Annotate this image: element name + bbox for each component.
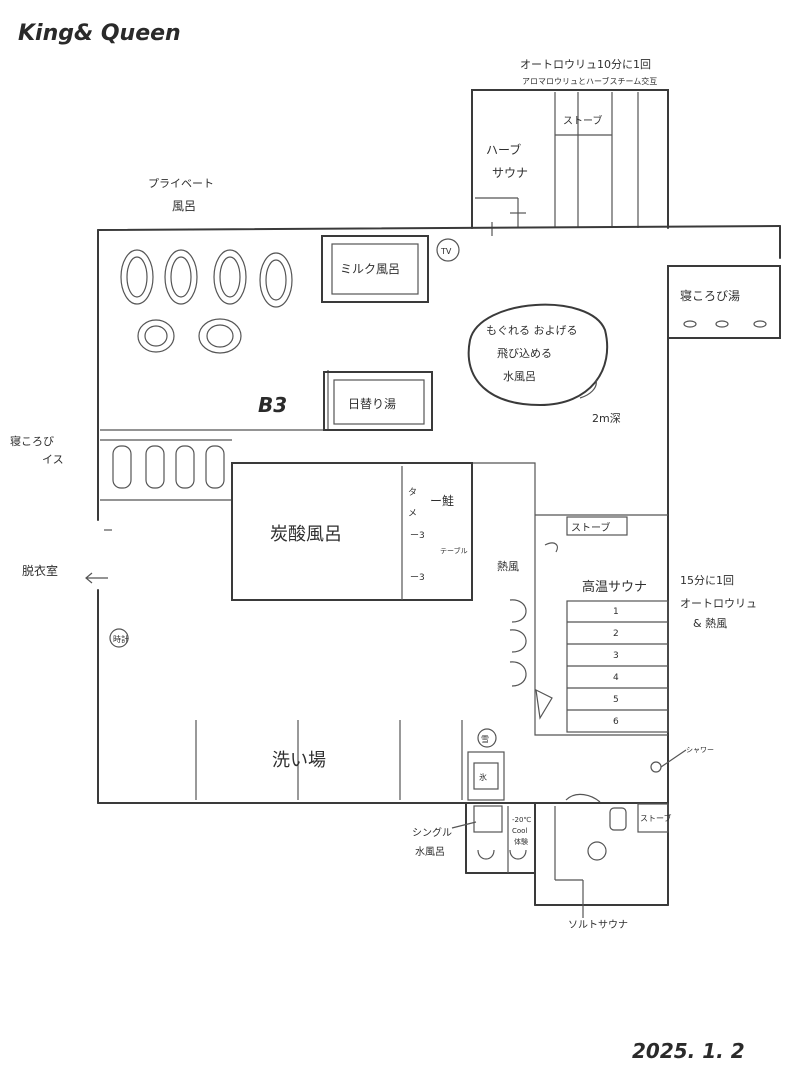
cool-label-1: -20℃ xyxy=(512,816,531,824)
deep-cold-label-1: もぐれる およげる xyxy=(486,324,578,337)
plan-title: King& Queen xyxy=(18,21,181,46)
hot-sauna-stove-label: ストーブ xyxy=(571,521,610,534)
counter-left-2: メ xyxy=(408,509,417,519)
salt-sauna-stove-label: ストーブ xyxy=(640,813,672,823)
deep-cold-label-3: 水風呂 xyxy=(503,370,536,383)
ice-box xyxy=(467,751,505,801)
herb-stove-label: ストーブ xyxy=(563,114,602,127)
depth-pointer xyxy=(579,379,597,399)
salt-sauna-heater-icon xyxy=(587,841,607,861)
step-6: 6 xyxy=(613,717,619,727)
daily-bath-label: 日替り湯 xyxy=(348,397,396,411)
salt-sauna-stove xyxy=(637,803,669,833)
sauna-chair xyxy=(509,599,527,623)
daily-bath-inner xyxy=(333,379,425,425)
shower-icon xyxy=(650,761,662,773)
milk-bath-outer xyxy=(321,235,429,303)
step-3: 3 xyxy=(613,651,619,661)
recline-chair-label-1: 寝ころび xyxy=(10,434,54,448)
note-top-auto-loyly: オートロウリュ10分に1回 xyxy=(520,58,651,71)
single-cold-label-2: 水風呂 xyxy=(415,846,445,858)
counter-line-3: ー3 xyxy=(410,573,425,583)
carbonated-bath-label: 炭酸風呂 xyxy=(270,524,342,545)
sleeping-bath-label: 寝ころび湯 xyxy=(680,288,740,303)
counter-line-1: ー3 xyxy=(410,531,425,541)
pillow-icon xyxy=(753,320,767,328)
hot-sauna-label: 高温サウナ xyxy=(582,579,647,595)
depth-label: 2m深 xyxy=(592,412,621,425)
milk-bath-label: ミルク風呂 xyxy=(340,262,400,276)
herb-sauna-label-1: ハーブ xyxy=(486,142,521,157)
private-bath-label-2: 風呂 xyxy=(172,199,196,213)
plan-date: 2025. 1. 2 xyxy=(632,1039,745,1063)
herb-sauna-label-2: サウナ xyxy=(492,166,528,180)
wash-area-label: 洗い場 xyxy=(272,750,326,771)
sauna-door xyxy=(535,688,553,720)
carbonated-bath xyxy=(231,462,473,601)
cool-label-2: Cool xyxy=(512,827,527,835)
step-4: 4 xyxy=(613,673,619,683)
private-bath-label-1: プライベート xyxy=(148,177,214,190)
note-mid-3: & 熱風 xyxy=(693,617,727,630)
note-mid-1: 15分に1回 xyxy=(680,574,734,587)
step-5: 5 xyxy=(613,695,619,705)
recline-chairs xyxy=(112,445,225,489)
svg-text:雪: 雪 xyxy=(481,735,489,744)
note-top-aroma: アロマロウリュとハーブスチーム交互 xyxy=(522,76,657,86)
note-mid-2: オートロウリュ xyxy=(680,597,757,610)
counter-head: ー鮭 xyxy=(430,493,454,508)
hot-air-pointer xyxy=(544,542,558,553)
basin-icon xyxy=(509,849,527,860)
cool-label-3: 体験 xyxy=(514,837,528,846)
snow-icon xyxy=(477,728,497,748)
pillow-icon xyxy=(683,320,697,328)
salt-sauna-label: ソルトサウナ xyxy=(568,919,628,931)
step-1: 1 xyxy=(613,607,619,617)
daily-bath-outer xyxy=(323,371,433,431)
sauna-chair xyxy=(509,629,527,653)
changing-room-label: 脱衣室 xyxy=(22,563,58,578)
tv-icon xyxy=(436,238,460,262)
private-bath-tubs xyxy=(120,249,293,354)
sauna-chair xyxy=(509,661,527,687)
clock-icon xyxy=(109,628,129,648)
recline-chair-label-2: イス xyxy=(42,453,64,466)
milk-bath-inner xyxy=(331,243,419,295)
single-cold-label-1: シングル xyxy=(412,826,452,839)
shower-label: シャワー xyxy=(686,746,714,754)
svg-text:氷: 氷 xyxy=(479,772,487,782)
deep-cold-bath xyxy=(467,303,609,407)
hot-air-label: 熱風 xyxy=(497,560,519,573)
svg-text:時計: 時計 xyxy=(113,634,129,644)
herb-sauna-block xyxy=(471,89,669,236)
bb-mark: B3 xyxy=(258,393,287,417)
main-walls xyxy=(97,225,781,804)
counter-line-2: テーブル xyxy=(440,546,468,555)
deep-cold-label-2: 飛び込める xyxy=(497,347,552,360)
wash-area-dividers xyxy=(195,720,463,800)
counter-left-1: タ xyxy=(408,487,417,498)
pillow-icon xyxy=(715,320,729,328)
step-2: 2 xyxy=(613,629,619,639)
svg-text:TV: TV xyxy=(440,247,452,256)
basin-icon xyxy=(477,849,495,860)
hot-sauna-stove xyxy=(566,516,628,536)
